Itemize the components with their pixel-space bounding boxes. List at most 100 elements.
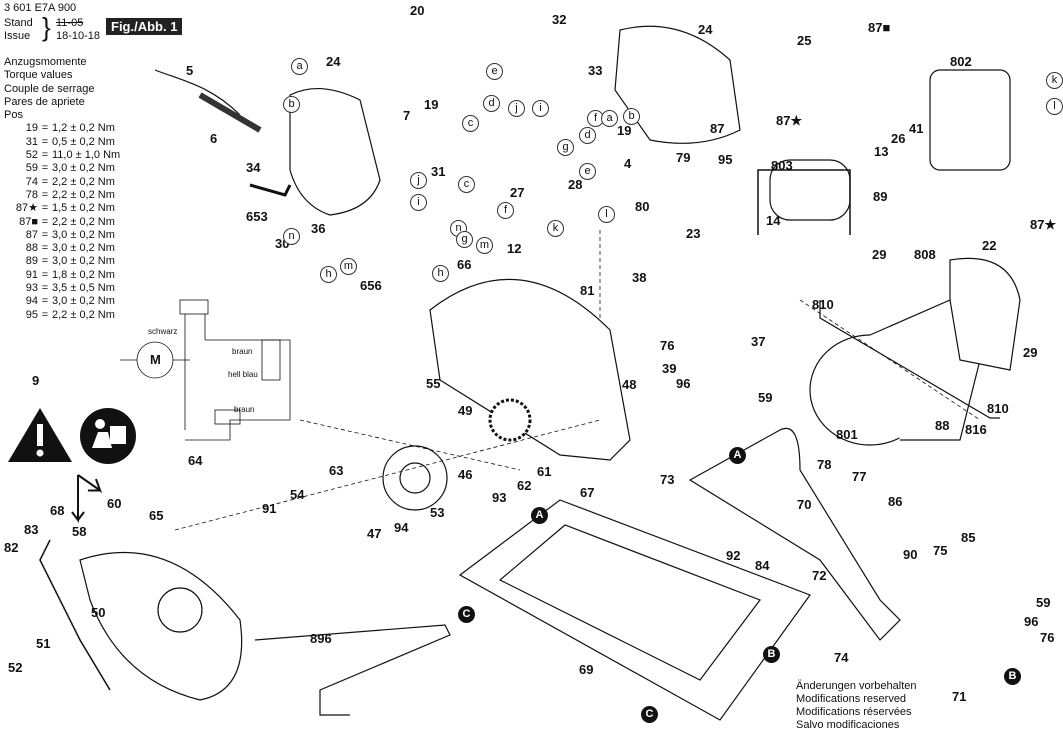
torque-pos: 89: [25, 255, 38, 268]
stand-label: Stand: [4, 17, 33, 29]
part-number-69: 69: [579, 662, 594, 677]
callout-letter-l: l: [598, 206, 615, 223]
torque-value: 3,0 ± 0,2 Nm: [52, 242, 115, 255]
reference-marker-B: B: [763, 646, 780, 663]
callout-letter-i: i: [410, 194, 427, 211]
part-number-29a: 29: [872, 247, 887, 262]
callout-letter-g: g: [557, 139, 574, 156]
part-number-5: 5: [186, 63, 194, 78]
part-number-36: 36: [311, 221, 326, 236]
part-number-59a: 59: [758, 390, 773, 405]
footer-note: Änderungen vorbehalten Modifications res…: [796, 680, 917, 731]
part-number-32: 32: [552, 12, 567, 27]
torque-row: 87■=2,2 ± 0,2 Nm: [4, 216, 120, 229]
part-number-656: 656: [360, 278, 382, 293]
torque-pos: 74: [25, 175, 38, 188]
callout-letter-d: d: [483, 95, 500, 112]
reference-marker-A: A: [531, 507, 548, 524]
warning-triangle-icon: [8, 408, 72, 462]
callout-letter-a: a: [601, 110, 618, 127]
torque-row: 94=3,0 ± 0,2 Nm: [4, 295, 120, 308]
torque-row: 88=3,0 ± 0,2 Nm: [4, 242, 120, 255]
part-number-54: 54: [290, 487, 305, 502]
torque-value: 11,0 ± 1,0 Nm: [52, 149, 121, 162]
document-number: 3 601 E7A 900: [4, 2, 77, 14]
callout-letter-c: c: [462, 115, 479, 132]
part-number-87star: 87★: [776, 113, 803, 128]
motor-end-cap: [949, 257, 1021, 371]
torque-table: Anzugsmomente Torque values Couple de se…: [4, 56, 120, 322]
lower-guard: [79, 551, 243, 701]
part-number-38: 38: [632, 270, 647, 285]
callout-letter-h: h: [320, 266, 337, 283]
wire-label-light-blue: hell blau: [228, 370, 258, 379]
torque-row: 59=3,0 ± 0,2 Nm: [4, 162, 120, 175]
part-number-33: 33: [588, 63, 603, 78]
part-number-810b: 810: [987, 401, 1009, 416]
part-number-34: 34: [246, 160, 261, 175]
part-number-39: 39: [662, 361, 677, 376]
part-number-73: 73: [660, 472, 675, 487]
part-number-79: 79: [676, 150, 691, 165]
reference-marker-A: A: [729, 447, 746, 464]
part-number-87sq: 87■: [868, 20, 891, 35]
torque-pos: 59: [25, 162, 38, 175]
part-number-801: 801: [836, 427, 858, 442]
callout-letter-d: d: [579, 127, 596, 144]
part-number-52: 52: [8, 660, 23, 675]
torque-row: 93=3,5 ± 0,5 Nm: [4, 282, 120, 295]
part-number-29b: 29: [1023, 345, 1038, 360]
callout-letter-m: m: [476, 237, 493, 254]
part-number-70: 70: [797, 497, 812, 512]
callout-letter-n: n: [283, 228, 300, 245]
part-number-24b: 24: [698, 22, 713, 37]
torque-value: 1,5 ± 0,2 Nm: [52, 202, 115, 215]
part-number-41: 41: [909, 121, 924, 136]
torque-pos: 95: [25, 308, 38, 321]
torque-value: 3,0 ± 0,2 Nm: [52, 162, 115, 175]
callout-letter-e: e: [486, 63, 503, 80]
gear: [488, 398, 532, 442]
read-manual-icon: [80, 408, 136, 464]
torque-value: 3,5 ± 0,5 Nm: [52, 282, 115, 295]
wire-label-black: schwarz: [148, 327, 178, 336]
wire-label-brown: braun: [232, 347, 253, 356]
torque-row: 78=2,2 ± 0,2 Nm: [4, 189, 120, 202]
torque-pos: 91: [25, 268, 38, 281]
part-number-47: 47: [367, 526, 382, 541]
wiring-diagram: [120, 299, 291, 441]
parallel-guide: [254, 624, 451, 716]
part-number-64: 64: [188, 453, 203, 468]
callout-letter-i: i: [532, 100, 549, 117]
part-number-28: 28: [568, 177, 583, 192]
motor-housing-cover: [614, 25, 741, 144]
brace-icon: }: [42, 12, 51, 42]
part-number-67: 67: [580, 485, 595, 500]
part-number-81: 81: [580, 283, 595, 298]
part-number-23: 23: [686, 226, 701, 241]
part-number-803: 803: [771, 158, 793, 173]
part-number-22: 22: [982, 238, 997, 253]
part-number-96a: 96: [676, 376, 691, 391]
torque-value: 3,0 ± 0,2 Nm: [52, 228, 115, 241]
torque-heading: Torque values: [4, 69, 73, 82]
part-number-65: 65: [149, 508, 164, 523]
torque-pos: 19: [25, 122, 38, 135]
bevel-bracket: [688, 427, 901, 641]
part-number-51: 51: [36, 636, 51, 651]
part-number-14: 14: [766, 213, 781, 228]
part-number-94: 94: [394, 520, 409, 535]
torque-pos: 87★: [15, 202, 38, 215]
callout-letter-e: e: [579, 163, 596, 180]
torque-row: 74=2,2 ± 0,2 Nm: [4, 176, 120, 189]
torque-row: 89=3,0 ± 0,2 Nm: [4, 255, 120, 268]
part-number-84: 84: [755, 558, 770, 573]
torque-pos: 88: [25, 242, 38, 255]
part-number-6: 6: [210, 131, 218, 146]
torque-heading: Pos: [4, 109, 23, 122]
part-number-90: 90: [903, 547, 918, 562]
brush-housing: [929, 69, 1011, 171]
bearing-flange: [382, 445, 448, 511]
torque-pos: 78: [25, 188, 38, 201]
